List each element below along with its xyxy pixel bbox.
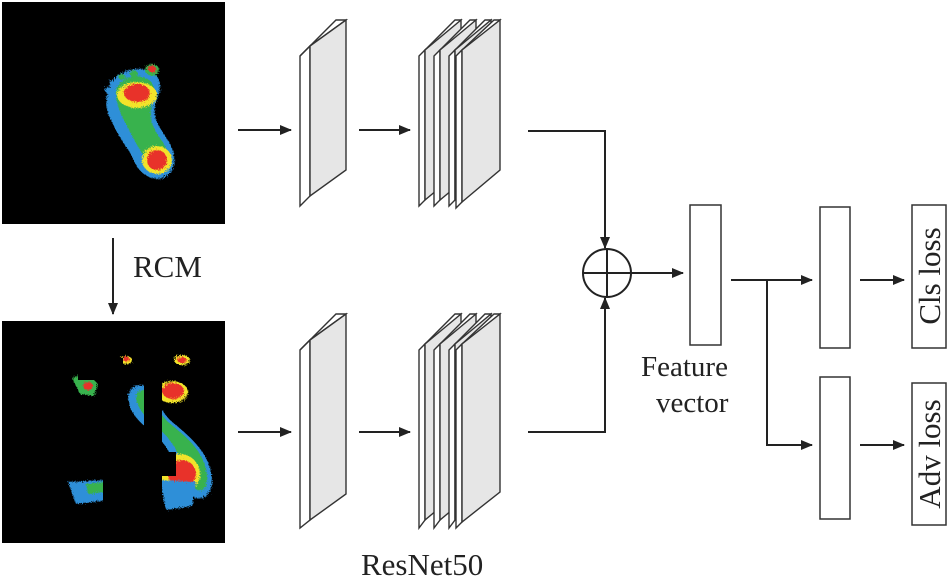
- conv-layer-top: [299, 18, 349, 208]
- cls-loss-box: Cls loss: [911, 204, 947, 349]
- input-image-masked: [2, 321, 225, 543]
- resnet-blocks-top: [418, 18, 502, 210]
- connector-top-to-fusion: [528, 130, 610, 249]
- feature-vector-label-line2: vector: [656, 387, 729, 419]
- cls-head-box: [819, 206, 851, 349]
- input-image-original: [2, 2, 225, 224]
- backbone-label: ResNet50: [361, 547, 483, 581]
- cls-loss-label: Cls loss: [912, 227, 947, 324]
- rcm-label: RCM: [133, 249, 202, 284]
- resnet-blocks-bottom: [418, 312, 502, 531]
- feature-vector-box: [689, 204, 722, 346]
- arrow-feature-to-adv-head: [766, 280, 813, 450]
- adv-loss-box: Adv loss: [911, 382, 947, 526]
- connector-bottom-to-fusion: [528, 297, 610, 433]
- feature-vector-label-line1: Feature: [641, 351, 728, 383]
- adv-loss-label: Adv loss: [912, 399, 947, 508]
- conv-layer-bottom: [299, 312, 349, 530]
- adv-head-box: [819, 376, 851, 520]
- fusion-circle-plus-icon: [582, 248, 632, 298]
- footprint-heatmap: [105, 64, 175, 179]
